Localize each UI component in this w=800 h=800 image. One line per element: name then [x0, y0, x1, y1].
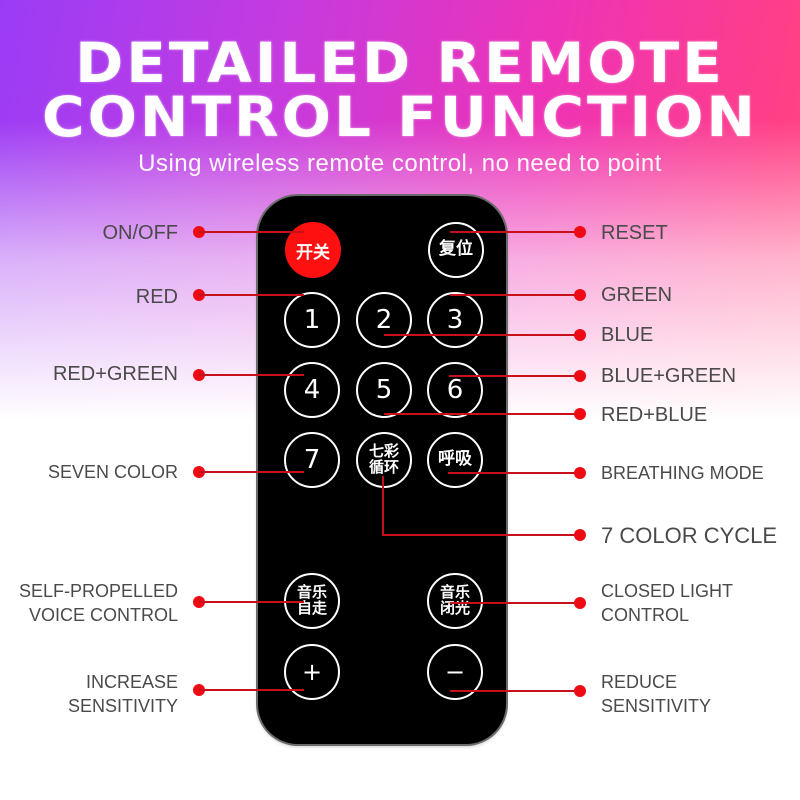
red-green-connector	[199, 374, 304, 376]
button-7[interactable]: 7	[284, 432, 340, 488]
color-cycle-pointer-dot	[574, 529, 586, 541]
increase-button[interactable]: +	[284, 644, 340, 700]
button-3[interactable]: 3	[427, 292, 483, 348]
green-label: GREEN	[601, 284, 673, 306]
reduce-connector	[450, 690, 580, 692]
self-propelled-label: SELF-PROPELLED VOICE CONTROL	[19, 579, 178, 628]
self-propelled-label-line2: VOICE CONTROL	[28, 605, 178, 626]
button-7-label: 7	[303, 445, 321, 475]
decrease-button[interactable]: −	[427, 644, 483, 700]
button-4[interactable]: 4	[284, 362, 340, 418]
increase-connector	[199, 689, 304, 691]
color-cycle-label: 7 COLOR CYCLE	[601, 523, 778, 548]
seven-color-label: SEVEN COLOR	[47, 462, 178, 482]
blue-green-label: BLUE+GREEN	[601, 365, 737, 387]
reduce-label-line2: SENSITIVITY	[601, 696, 712, 717]
on-off-connector	[199, 231, 304, 233]
blue-connector	[384, 334, 580, 336]
increase-label-line1: INCREASE	[85, 672, 178, 692]
red-blue-label: RED+BLUE	[601, 404, 708, 426]
closed-light-control-label: CLOSED LIGHT CONTROL	[601, 579, 733, 628]
button-5-label: 5	[375, 375, 393, 405]
red-green-label: RED+GREEN	[52, 363, 178, 385]
increase-sensitivity-label: INCREASE SENSITIVITY	[68, 670, 178, 719]
blue-green-pointer-dot	[574, 370, 586, 382]
button-3-label: 3	[446, 305, 464, 335]
reset-button-label: 复位	[439, 239, 473, 260]
self-propelled-label-line1: SELF-PROPELLED	[18, 581, 178, 601]
breathing-pointer-dot	[574, 467, 586, 479]
button-1[interactable]: 1	[284, 292, 340, 348]
red-blue-pointer-dot	[574, 408, 586, 420]
self-propelled-connector	[199, 601, 304, 603]
increase-label-line2: SENSITIVITY	[67, 696, 178, 717]
closed-light-connector	[450, 602, 580, 604]
red-blue-connector	[384, 413, 580, 415]
blue-label: BLUE	[601, 324, 654, 346]
breathing-mode-label: BREATHING MODE	[601, 463, 764, 483]
button-2-label: 2	[375, 305, 393, 335]
red-connector	[199, 294, 304, 296]
on-off-label: ON/OFF	[102, 222, 178, 244]
reset-pointer-dot	[574, 226, 586, 238]
page-title-line2: CONTROL FUNCTION	[42, 84, 758, 150]
breathing-button[interactable]: 呼吸	[427, 432, 483, 488]
button-6-label: 6	[446, 375, 464, 405]
green-connector	[450, 294, 580, 296]
music-close-label-line1: 音乐	[439, 583, 470, 602]
red-label: RED	[135, 286, 178, 308]
breathing-button-label: 呼吸	[438, 449, 472, 470]
color-cycle-vertical-connector	[382, 476, 384, 536]
green-pointer-dot	[574, 289, 586, 301]
page-title-line1: DETAILED REMOTE	[75, 30, 725, 96]
cycle-label-line1: 七彩	[368, 442, 399, 461]
music-close-light-button[interactable]: 音乐 闭光	[427, 573, 483, 629]
music-close-label-line2: 闭光	[439, 599, 470, 617]
reduce-sensitivity-label: REDUCE SENSITIVITY	[601, 670, 711, 719]
closed-light-label-line1: CLOSED LIGHT	[601, 581, 734, 601]
reduce-label-line1: REDUCE	[601, 672, 678, 692]
closed-light-label-line2: CONTROL	[601, 605, 690, 626]
closed-light-pointer-dot	[574, 597, 586, 609]
button-2[interactable]: 2	[356, 292, 412, 348]
button-6[interactable]: 6	[427, 362, 483, 418]
cycle-label-line2: 循环	[368, 458, 399, 476]
breathing-connector	[448, 472, 580, 474]
music-self-label-line2: 自走	[296, 599, 327, 617]
page-subtitle: Using wireless remote control, no need t…	[138, 150, 662, 177]
reset-connector	[450, 231, 580, 233]
blue-green-connector	[449, 375, 580, 377]
reset-label: RESET	[601, 222, 668, 244]
button-5[interactable]: 5	[356, 362, 412, 418]
seven-color-connector	[199, 471, 304, 473]
button-1-label: 1	[303, 305, 321, 335]
minus-icon: −	[444, 658, 466, 686]
plus-icon: +	[301, 658, 323, 686]
reset-button[interactable]: 复位	[428, 222, 484, 278]
reduce-pointer-dot	[574, 685, 586, 697]
button-4-label: 4	[303, 375, 321, 405]
seven-color-cycle-button[interactable]: 七彩 循环	[356, 432, 412, 488]
blue-pointer-dot	[574, 329, 586, 341]
power-button-label: 开关	[296, 242, 330, 263]
color-cycle-connector	[382, 534, 580, 536]
music-self-label-line1: 音乐	[296, 583, 327, 602]
